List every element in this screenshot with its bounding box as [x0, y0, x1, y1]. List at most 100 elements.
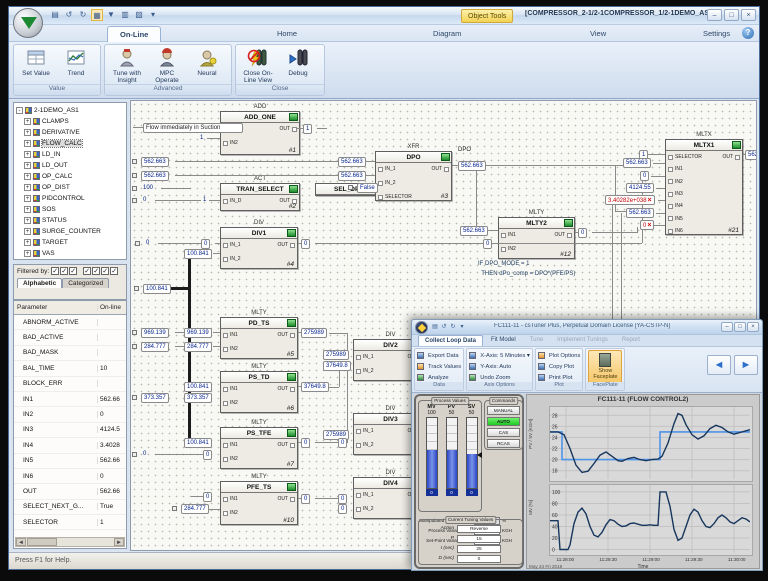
table-row[interactable]: BAD_MASK: [14, 346, 126, 362]
minimize-button[interactable]: –: [707, 9, 722, 21]
tuner-close-button[interactable]: ×: [747, 322, 759, 332]
y-axis-button[interactable]: Y-Axis: Auto: [469, 361, 530, 372]
expand-icon[interactable]: +: [24, 195, 31, 202]
expand-icon[interactable]: +: [24, 173, 31, 180]
tree-item-clamps[interactable]: +CLAMPS: [14, 116, 126, 127]
tune-with-insight-button[interactable]: Tune with Insight: [108, 46, 146, 84]
scroll-right-icon[interactable]: ►: [114, 538, 124, 546]
tuning-value-input[interactable]: 15: [457, 534, 501, 543]
undo-icon[interactable]: ↺: [65, 10, 73, 19]
tuner-undo-icon[interactable]: ↺: [441, 324, 447, 330]
collapse-icon[interactable]: -: [16, 107, 23, 114]
tab-categorized[interactable]: Categorized: [62, 278, 110, 288]
tab-alphabetic[interactable]: Alphabetic: [17, 278, 63, 288]
filter-checkbox[interactable]: ✓: [83, 267, 92, 275]
assign-icon[interactable]: ▼: [107, 10, 115, 19]
tuner-maximize-button[interactable]: □: [734, 322, 746, 332]
forward-arrow-button[interactable]: ►: [734, 355, 758, 375]
tree-item-pidcontrol[interactable]: +PIDCONTROL: [14, 193, 126, 204]
table-row[interactable]: BLOCK_ERR: [14, 377, 126, 392]
tree-item-ld_out[interactable]: +LD_OUT: [14, 160, 126, 171]
tab-on-line[interactable]: On-Line: [107, 26, 162, 42]
scrollbar-thumb[interactable]: [27, 538, 57, 546]
tuner-tab-fit-model[interactable]: Fit Model: [491, 337, 516, 343]
filter-checkbox[interactable]: ✓: [60, 267, 69, 275]
command-button-rcas[interactable]: RCAS: [487, 439, 520, 448]
filter-checkbox[interactable]: ✓: [92, 267, 101, 275]
scroll-left-icon[interactable]: ◄: [16, 538, 26, 546]
expand-icon[interactable]: +: [24, 206, 31, 213]
online-icon[interactable]: ▦: [91, 9, 103, 21]
analyze-button[interactable]: Analyze: [417, 372, 461, 383]
back-arrow-button[interactable]: ◄: [707, 355, 731, 375]
tree-item-sos[interactable]: +SOS: [14, 204, 126, 215]
tree-item-derivative[interactable]: +DERIVATIVE: [14, 127, 126, 138]
gauge-bar[interactable]: [425, 417, 438, 489]
tab-diagram[interactable]: Diagram: [433, 29, 462, 38]
tab-settings[interactable]: Settings: [703, 29, 731, 38]
tab-view[interactable]: View: [590, 29, 607, 38]
maximize-button[interactable]: □: [724, 9, 739, 21]
command-button-auto[interactable]: AUTO: [487, 417, 520, 426]
tuner-minimize-button[interactable]: –: [721, 322, 733, 332]
x-axis-button[interactable]: X-Axis: 5 Minutes ▾: [469, 350, 530, 361]
table-row[interactable]: BAD_ACTIVE: [14, 330, 126, 346]
save-icon[interactable]: ▤: [51, 10, 59, 19]
expand-icon[interactable]: +: [24, 129, 31, 136]
tree-item-surge_counter[interactable]: +SURGE_COUNTER: [14, 226, 126, 237]
command-button-cas[interactable]: CAS: [487, 428, 520, 437]
tree-item-flow_calc[interactable]: +FLOW_CALC: [14, 138, 126, 149]
param-horizontal-scrollbar[interactable]: ◄ ►: [15, 537, 125, 547]
tuner-logo-icon[interactable]: [415, 321, 428, 334]
table-row[interactable]: SELECT_NEXT_G...True: [14, 500, 126, 516]
tuning-value-input[interactable]: 0: [457, 554, 501, 563]
trend-button[interactable]: Trend: [57, 46, 95, 83]
tab-home[interactable]: Home: [277, 29, 298, 38]
set-value-button[interactable]: Set Value: [17, 46, 55, 83]
expand-icon[interactable]: +: [24, 151, 31, 158]
tuning-value-input[interactable]: 25: [457, 544, 501, 553]
filter-checkbox[interactable]: ✓: [101, 267, 110, 275]
plot-options-button[interactable]: Plot Options: [537, 350, 580, 361]
expand-icon[interactable]: +: [24, 228, 31, 235]
help-icon[interactable]: ?: [742, 27, 754, 39]
tuning-value-input[interactable]: Reverse: [457, 524, 501, 533]
expand-icon[interactable]: +: [24, 239, 31, 246]
mpc-operate-button[interactable]: MPC Operate: [148, 46, 186, 84]
tree-item-target[interactable]: +TARGET: [14, 237, 126, 248]
close-button[interactable]: ×: [741, 9, 756, 21]
filter-checkbox[interactable]: ✓: [110, 267, 119, 275]
redo-icon[interactable]: ↻: [79, 10, 87, 19]
expand-icon[interactable]: +: [24, 118, 31, 125]
debug-button[interactable]: Debug: [279, 46, 317, 83]
export-data-button[interactable]: Export Data: [417, 350, 461, 361]
tuner-more-icon[interactable]: ▾: [460, 324, 464, 330]
copy-plot-button[interactable]: Copy Plot: [537, 361, 581, 372]
tree-item-vas[interactable]: +VAS: [14, 248, 126, 259]
more-icon[interactable]: ▾: [150, 10, 155, 19]
filter-checkbox[interactable]: ✓: [51, 267, 60, 275]
gauge-bar[interactable]: [445, 417, 458, 489]
tree-item-op_dist[interactable]: +OP_DIST: [14, 182, 126, 193]
column-header-parameter[interactable]: Parameter: [14, 304, 98, 311]
filter-checkbox[interactable]: ✓: [69, 267, 78, 275]
expand-icon[interactable]: +: [24, 140, 31, 147]
track-values-button[interactable]: Track Values: [417, 361, 461, 372]
tuner-redo-icon[interactable]: ↻: [450, 324, 456, 330]
show-faceplate-button[interactable]: Show Faceplate: [588, 350, 623, 383]
tuner-tab-collect-loop-data[interactable]: Collect Loop Data: [418, 335, 484, 346]
app-logo[interactable]: [13, 8, 43, 38]
